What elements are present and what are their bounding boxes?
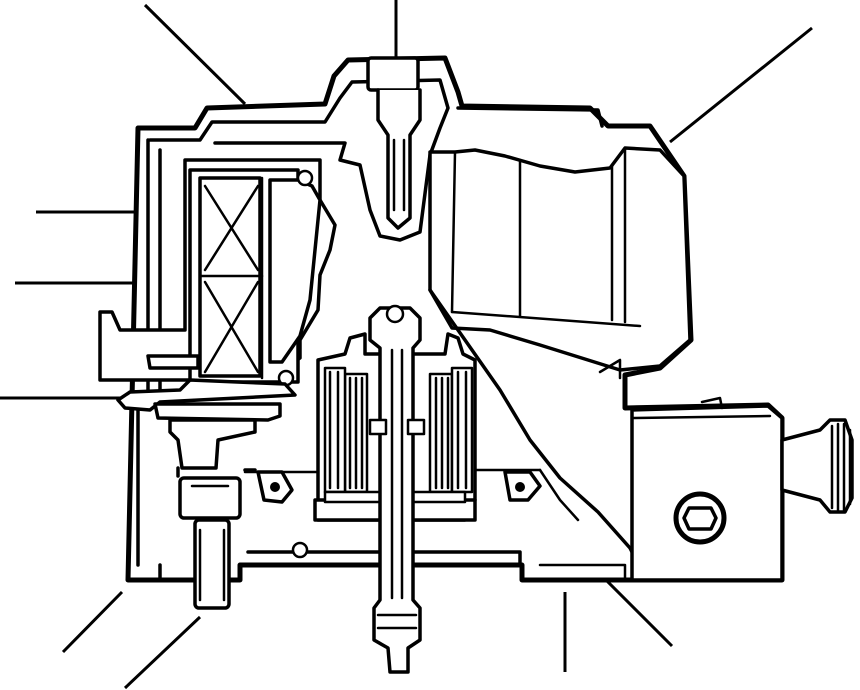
- center-piston-assembly: [313, 304, 477, 674]
- top-bolt: [366, 56, 422, 230]
- left-clip: [116, 378, 297, 422]
- section-divider: [428, 288, 642, 570]
- left-pipe-fitting: [168, 418, 257, 610]
- leader-line-top-right: [669, 26, 813, 144]
- right-port-block: [630, 396, 854, 582]
- seal-rings: [243, 468, 580, 559]
- leader-line-bottom-left-inner: [123, 615, 202, 690]
- solenoid-coil: [98, 158, 337, 387]
- leader-line-bottom-left-outer: [61, 590, 124, 654]
- right-housing: [428, 146, 692, 380]
- leader-line-top-left: [143, 3, 247, 106]
